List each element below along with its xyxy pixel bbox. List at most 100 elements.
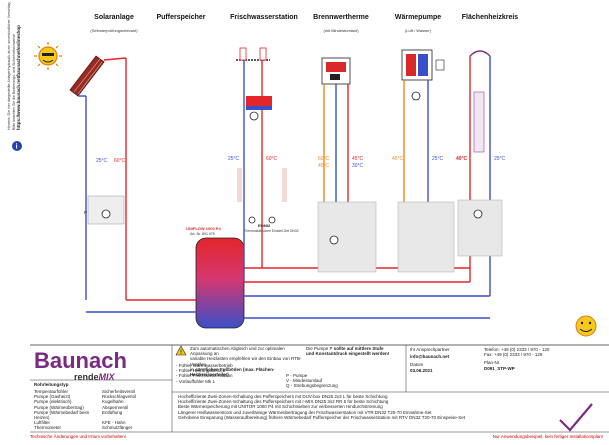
heading-heatpump: Wärmepumpe <box>394 14 442 21</box>
phone-line: Telefon: +49 (0) 2333 / 970 - 120 <box>484 347 550 352</box>
temp-boiler-flow: 45°C <box>352 156 364 162</box>
subheading-heatpump: (Luft / Wasser) <box>404 28 432 33</box>
contact-label: Ihr Ansprechpartner <box>410 347 450 352</box>
side-url-text: https://www.baunach.net/baunachnet/onlin… <box>16 25 21 130</box>
part-item: Hocheffiziente Zwei-Zonen-Schaltung des … <box>178 399 389 405</box>
heat-pump-mixing-station <box>397 201 455 273</box>
solar-collector <box>69 55 105 97</box>
side-note-3: Bitte beachten Sie die Bedienungs- und S… <box>12 34 16 130</box>
legend-item: - Vorlauffühler Mk 1 <box>176 378 215 384</box>
symbol-item: Kugelhahn <box>102 399 124 405</box>
legend-item: V - Mindestumlauf <box>286 378 323 384</box>
heading-buffer: Pufferspeicher <box>156 14 206 21</box>
symbol-item: Pumpe (Gasheizt) <box>34 394 71 400</box>
temp-solar-return: 25°C <box>96 158 108 164</box>
sensor-legend: - Fühler Warmwasserbetrieb - Fühler Heiz… <box>176 363 276 384</box>
info-icon-glyph: i <box>16 144 18 151</box>
contact-email[interactable]: info@baunach.net <box>410 354 450 360</box>
checkmark-icon <box>559 403 593 432</box>
brand-name: Baunach <box>34 348 127 373</box>
floor-pump-icon <box>473 209 483 219</box>
boiler-pump-icon <box>329 235 339 245</box>
date-value: 03.06.2021 <box>410 367 433 373</box>
component-legend: P - Pumpe V - Mindestumlauf Q - Strebung… <box>286 373 396 389</box>
floor-mixing-station <box>457 199 503 257</box>
legend-item: - Fühler Heizungsbetrieb <box>176 368 226 374</box>
warning-icon-glyph: ! <box>180 350 182 356</box>
symbols-list: Temperaturfühler Sicherheitsventil Pumpe… <box>34 389 170 431</box>
temp-boiler-mid: 45°C <box>318 163 330 169</box>
symbol-item: Rückschlagventil <box>102 394 136 400</box>
fresh-valve-icon <box>259 47 267 61</box>
heading-floor-heating: Flächenheizkreis <box>461 14 519 21</box>
thermo-label: EDMI2 <box>258 223 271 228</box>
symbol-item: Absperrventil <box>102 404 129 410</box>
sun-icon <box>34 42 62 70</box>
pump-note-2: sollte auf mittlere Stufe <box>333 346 384 351</box>
fax-line: Fax: +49 (0) 2333 / 970 - 129 <box>484 352 543 358</box>
part-item: Hocheffiziente Zwei-Zonen-Schaltung des … <box>178 394 388 399</box>
info-icon <box>12 141 22 151</box>
date-label: Datum <box>410 362 424 368</box>
smiley-icon <box>575 315 597 337</box>
brand-sub: rende <box>74 372 99 382</box>
subheading-boiler: (mit Mindestumlauf) <box>323 28 359 33</box>
temp-hp-return: 25°C <box>432 156 444 162</box>
solar-pump-label: P <box>84 210 87 215</box>
contact-block: Ihr Ansprechpartner info@baunach.net Dat… <box>410 347 480 373</box>
manifold-lines <box>86 267 490 319</box>
footer-disclaimer-right: Nur Anwendungsbeispiel, kein fertiger In… <box>492 434 603 439</box>
pump-note-3: und Konstantdruck eingestellt werden! <box>306 351 390 357</box>
legend-item: Q - Strebungsbegrenzung <box>286 383 338 389</box>
legend-item: - Fühler Frischwasserstation <box>176 373 233 379</box>
brand-sub-italic: MIX <box>98 372 115 382</box>
heading-fresh-water: Frischwasserstation <box>230 14 298 21</box>
fresh-valve-sets <box>237 168 287 224</box>
heading-solar: Solaranlage <box>94 14 134 21</box>
fresh-tap-icon <box>239 47 247 61</box>
symbol-item: Pumpe (Wärmeübertrag) <box>34 404 84 410</box>
part-item: Gehobene Einsparung (Wasseraufbereitung)… <box>178 414 465 420</box>
side-note-1: Hinweis: Die hier dargestellte Anlagenhy… <box>7 3 11 130</box>
plan-value: D091_STP-WP <box>484 365 515 371</box>
floor-heating-pipes <box>469 50 491 296</box>
buffer-name: UNIFLOW 1000 P4 <box>186 226 221 231</box>
temp-solar-flow: 60°C <box>114 158 126 164</box>
plan-label: Plan-Nr. <box>484 360 501 366</box>
brand-subtitle: rendeMIX <box>74 372 170 382</box>
side-url: https://www.baunach.net/baunachnet/onlin… <box>16 25 21 130</box>
buffer-tank <box>188 226 245 329</box>
subheading-solar: (Selbsterprüfungsrelevant) <box>90 28 138 33</box>
symbol-item: Thermometer <box>34 425 62 431</box>
temp-hp-flow: 45°C <box>392 156 404 162</box>
solar-pipes <box>78 57 127 300</box>
symbol-item: KFE - Hahn <box>102 420 126 426</box>
symbol-item: Sicherheitsventil <box>102 389 135 394</box>
temp-boiler-hot: 60°C <box>318 156 330 162</box>
symbol-item: Schmutzfänger <box>102 425 133 431</box>
temp-fresh-hot: 60°C <box>266 156 278 162</box>
warning-icon <box>175 345 187 356</box>
symbol-item: Luftfilter <box>34 420 51 426</box>
temp-fresh-cold: 25°C <box>228 156 240 162</box>
temp-floor-flow: 40°C <box>456 156 468 162</box>
floor-heating-distributor <box>473 91 485 153</box>
legend-item: P - Pumpe <box>286 373 308 378</box>
phone-block: Telefon: +49 (0) 2333 / 970 - 120 Fax: +… <box>484 347 574 371</box>
part-item: Beste Wärmespeicherung mit UNITOR 1000 P… <box>178 404 383 410</box>
temp-floor-return: 25°C <box>494 156 506 162</box>
warning-line-3: in sämtlichen Fußböden (max. Flächen-Hei… <box>190 366 275 378</box>
symbol-item: Temperaturfühler <box>34 389 69 394</box>
brand-block: Baunach rendeMIX <box>34 348 170 383</box>
heat-pump <box>401 49 445 81</box>
thermo-sub: Thermostatischen Einstell-Set DN32 <box>244 229 299 233</box>
heat-pump-pump-icon <box>411 91 421 101</box>
side-notes: Hinweis: Die hier dargestellte Anlagenhy… <box>7 3 16 130</box>
boiler <box>321 57 351 85</box>
symbol-item: Entlüftung <box>102 409 123 415</box>
buffer-article: Art.-Nr. 891 675 <box>190 232 215 236</box>
warning-line-2: variable Heizlasten empfehlen wir den Ei… <box>190 356 302 367</box>
part-item: Längerer Heißwasserstrom und zuverlässig… <box>178 409 432 415</box>
